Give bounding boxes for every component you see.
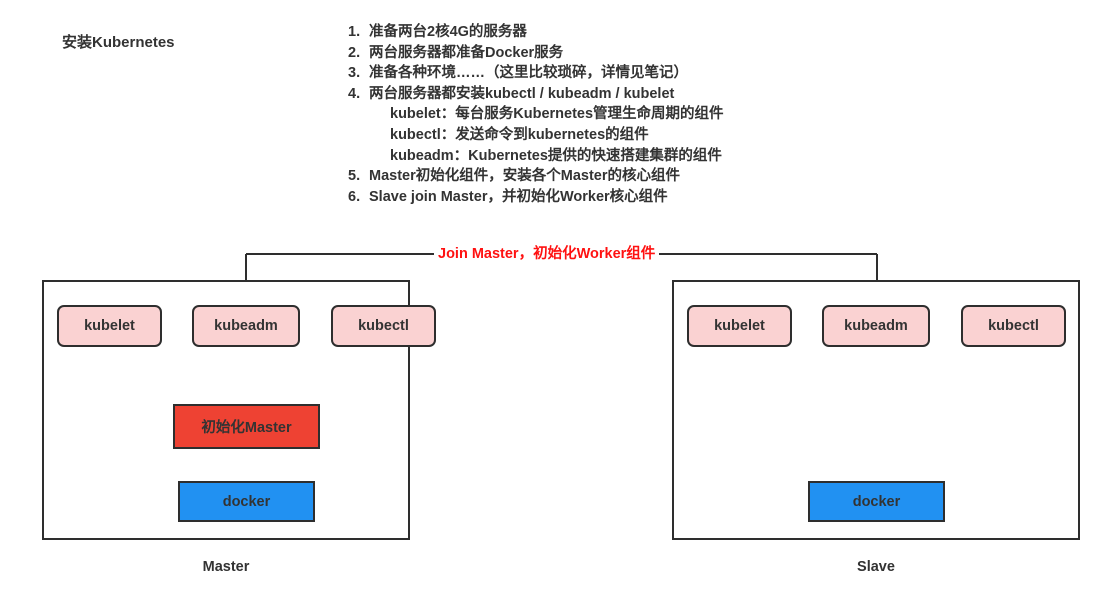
step-number: 5. (348, 168, 361, 185)
list-item: 6. Slave join Master，并初始化Worker核心组件 (348, 187, 778, 208)
list-item: 4. 两台服务器都安装kubectl / kubeadm / kubelet (348, 84, 778, 105)
page-title: 安装Kubernetes (62, 34, 175, 51)
master-component-init-master[interactable]: 初始化Master (173, 404, 320, 449)
slave-node-caption: Slave (857, 559, 895, 575)
step-text: Slave join Master，并初始化Worker核心组件 (369, 188, 668, 205)
step-number: 3. (348, 65, 361, 82)
step-text: 准备各种环境……（这里比较琐碎，详情见笔记） (369, 65, 688, 82)
steps-list: 1. 准备两台2核4G的服务器 2. 两台服务器都准备Docker服务 3. 准… (348, 22, 778, 207)
list-item: 5. Master初始化组件，安装各个Master的核心组件 (348, 166, 778, 187)
step-text: 两台服务器都安装kubectl / kubeadm / kubelet (369, 85, 675, 102)
step-sub-text: kubelet：每台服务Kubernetes管理生命周期的组件 (390, 106, 724, 123)
step-sub-text: kubeadm：Kubernetes提供的快速搭建集群的组件 (390, 147, 722, 164)
list-item: 2. 两台服务器都准备Docker服务 (348, 43, 778, 64)
master-component-kubeadm[interactable]: kubeadm (192, 305, 300, 347)
step-sub-text: kubectl：发送命令到kubernetes的组件 (390, 126, 649, 143)
step-number: 1. (348, 24, 361, 40)
slave-component-kubeadm[interactable]: kubeadm (822, 305, 930, 347)
master-node-caption: Master (202, 559, 250, 575)
list-item: 3. 准备各种环境……（这里比较琐碎，详情见笔记） (348, 63, 778, 84)
step-text: 准备两台2核4G的服务器 (369, 24, 527, 40)
slave-component-kubectl[interactable]: kubectl (961, 305, 1066, 347)
slave-component-kubelet[interactable]: kubelet (687, 305, 792, 347)
step-text: Master初始化组件，安装各个Master的核心组件 (369, 168, 680, 185)
step-text: 两台服务器都准备Docker服务 (369, 44, 564, 61)
master-component-docker[interactable]: docker (178, 481, 315, 522)
list-item: 1. 准备两台2核4G的服务器 (348, 22, 778, 43)
connector-label: Join Master，初始化Worker组件 (434, 245, 660, 264)
master-component-kubectl[interactable]: kubectl (331, 305, 436, 347)
slave-component-docker[interactable]: docker (808, 481, 945, 522)
step-number: 2. (348, 44, 361, 61)
step-number: 6. (348, 188, 361, 205)
master-component-kubelet[interactable]: kubelet (57, 305, 162, 347)
step-number: 4. (348, 85, 361, 102)
